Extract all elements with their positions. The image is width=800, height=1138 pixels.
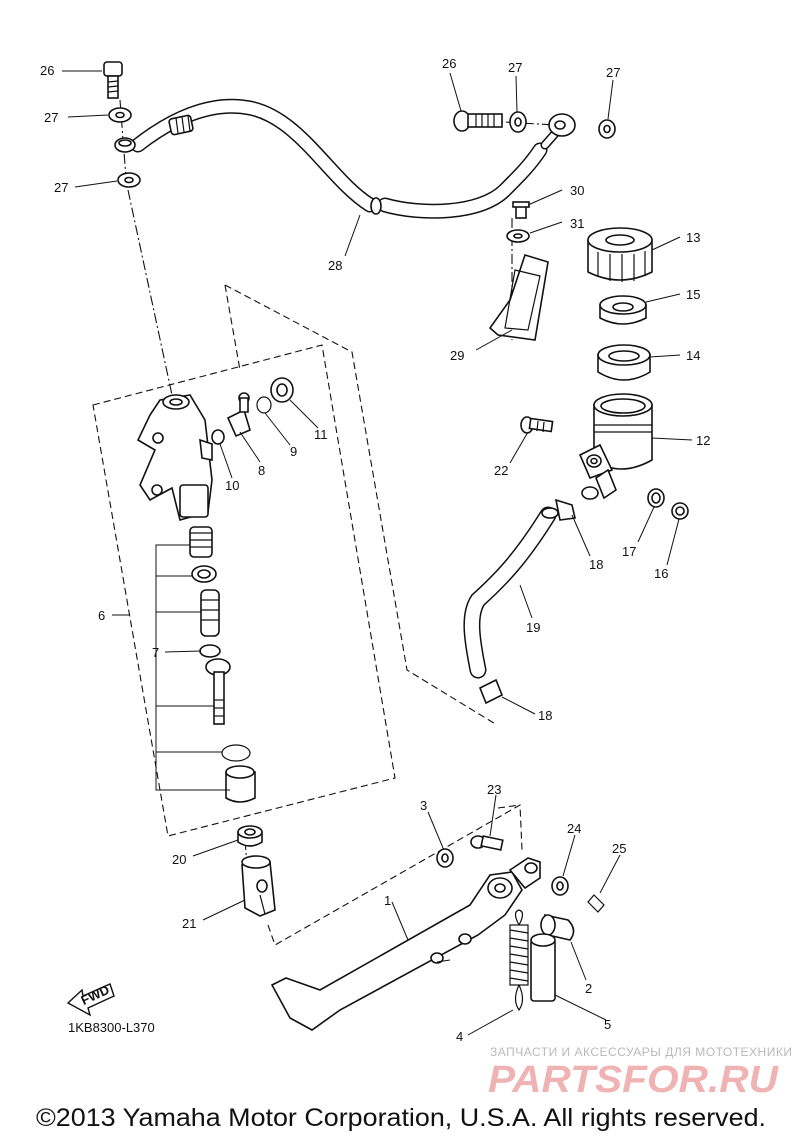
callout-3: 3 — [420, 798, 427, 813]
callout-12: 12 — [696, 433, 710, 448]
callout-1: 1 — [384, 893, 391, 908]
clevis-parts — [237, 825, 276, 917]
copyright-notice: ©2013 Yamaha Motor Corporation, U.S.A. A… — [36, 1104, 766, 1132]
callout-29: 29 — [450, 348, 464, 363]
watermark-tagline: ЗАПЧАСТИ И АКСЕССУАРЫ ДЛЯ МОТОТЕХНИКИ — [490, 1045, 792, 1059]
callout-7: 7 — [152, 645, 159, 660]
callout-31: 31 — [570, 216, 584, 231]
brake-pedal — [270, 835, 605, 1031]
reservoir-bracket — [488, 201, 549, 341]
callout-4: 4 — [456, 1029, 463, 1044]
outlet-fittings — [211, 377, 294, 445]
callout-9: 9 — [290, 444, 297, 459]
brake-hose — [114, 98, 576, 219]
return-spring — [509, 909, 529, 1012]
assembly-outlines — [92, 99, 556, 946]
callout-5: 5 — [604, 1017, 611, 1032]
callout-27-a: 27 — [44, 110, 58, 125]
watermark-brand: PARTSFOR.RU — [488, 1059, 780, 1101]
callout-labels: 1 2 3 4 5 6 7 8 9 10 11 12 13 14 15 16 1… — [40, 56, 710, 1044]
copper-washers-left — [108, 107, 141, 188]
callout-18-lower: 18 — [538, 708, 552, 723]
callout-6: 6 — [98, 608, 105, 623]
callout-25: 25 — [612, 841, 626, 856]
callout-26-left: 26 — [40, 63, 54, 78]
master-cylinder-body — [136, 394, 213, 521]
callout-28: 28 — [328, 258, 342, 273]
callout-15: 15 — [686, 287, 700, 302]
callout-26-right: 26 — [442, 56, 456, 71]
callout-21: 21 — [182, 916, 196, 931]
leader-lines — [62, 70, 693, 1036]
callout-13: 13 — [686, 230, 700, 245]
reservoir-connection-outline — [224, 284, 498, 726]
callout-20: 20 — [172, 852, 186, 867]
piston-kit — [155, 526, 256, 803]
union-bolt-right — [453, 110, 616, 139]
callout-24: 24 — [567, 821, 581, 836]
hose-centerline — [127, 189, 173, 396]
callout-30: 30 — [570, 183, 584, 198]
callout-14: 14 — [686, 348, 700, 363]
hose-joint-fittings — [647, 488, 689, 520]
drawing-code: 1KB8300-L370 — [68, 1020, 155, 1035]
reservoir-assembly — [578, 227, 653, 500]
union-bolt-left — [103, 61, 123, 99]
pedal-assembly-outline — [267, 804, 523, 946]
callout-27-d: 27 — [606, 65, 620, 80]
reservoir-hose — [463, 498, 576, 705]
callout-27-c: 27 — [508, 60, 522, 75]
callout-23: 23 — [487, 782, 501, 797]
callout-2: 2 — [585, 981, 592, 996]
callout-22: 22 — [494, 463, 508, 478]
master-cylinder-kit-outline — [92, 344, 396, 837]
callout-8: 8 — [258, 463, 265, 478]
callout-18-upper: 18 — [589, 557, 603, 572]
callout-10: 10 — [225, 478, 239, 493]
callout-16: 16 — [654, 566, 668, 581]
fwd-arrow-icon: FWD — [66, 982, 115, 1017]
reservoir-bolt — [520, 416, 554, 434]
callout-19: 19 — [526, 620, 540, 635]
callout-17: 17 — [622, 544, 636, 559]
callout-27-b: 27 — [54, 180, 68, 195]
callout-11: 11 — [314, 427, 328, 442]
